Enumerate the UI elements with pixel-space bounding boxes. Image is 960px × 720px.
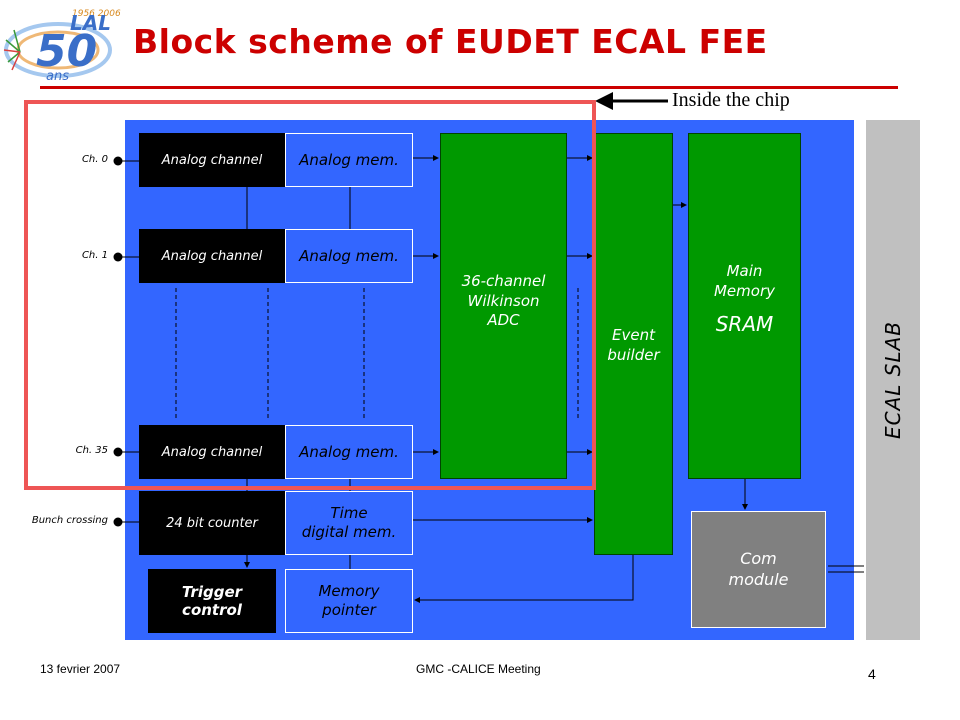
input-label-ch35: Ch. 35 bbox=[75, 445, 108, 456]
footer-meeting: GMC -CALICE Meeting bbox=[416, 662, 541, 676]
input-label-bunch-crossing: Bunch crossing bbox=[31, 515, 108, 526]
ecal-slab bbox=[866, 120, 920, 640]
lab-logo: 1956 2006 LAL 50 ans bbox=[3, 9, 121, 84]
logo-ans: ans bbox=[46, 69, 69, 84]
logo-fifty: 50 bbox=[36, 26, 97, 77]
input-label-ch1: Ch. 1 bbox=[81, 250, 108, 261]
inside-chip-label: Inside the chip bbox=[672, 89, 790, 111]
footer-date: 13 fevrier 2007 bbox=[40, 662, 121, 676]
slide-title: Block scheme of EUDET ECAL FEE bbox=[133, 22, 768, 61]
input-dot-ch1 bbox=[113, 252, 123, 262]
input-dot-ch0 bbox=[113, 156, 123, 166]
chip-outline bbox=[24, 100, 596, 490]
analog-channel-35: Analog channel bbox=[139, 425, 285, 479]
input-dot-bunch bbox=[113, 517, 123, 527]
input-dot-ch35 bbox=[113, 447, 123, 457]
analog-mem-35: Analog mem. bbox=[285, 425, 413, 479]
bit-counter: 24 bit counter bbox=[139, 491, 285, 555]
analog-channel-1: Analog channel bbox=[139, 229, 285, 283]
logo-years: 1956 2006 bbox=[72, 9, 121, 19]
analog-channel-0: Analog channel bbox=[139, 133, 285, 187]
title-underline bbox=[40, 86, 898, 89]
analog-mem-0: Analog mem. bbox=[285, 133, 413, 187]
input-label-ch0: Ch. 0 bbox=[81, 154, 108, 165]
page-number: 4 bbox=[868, 666, 876, 682]
logo-name: LAL bbox=[70, 11, 111, 35]
analog-mem-1: Analog mem. bbox=[285, 229, 413, 283]
